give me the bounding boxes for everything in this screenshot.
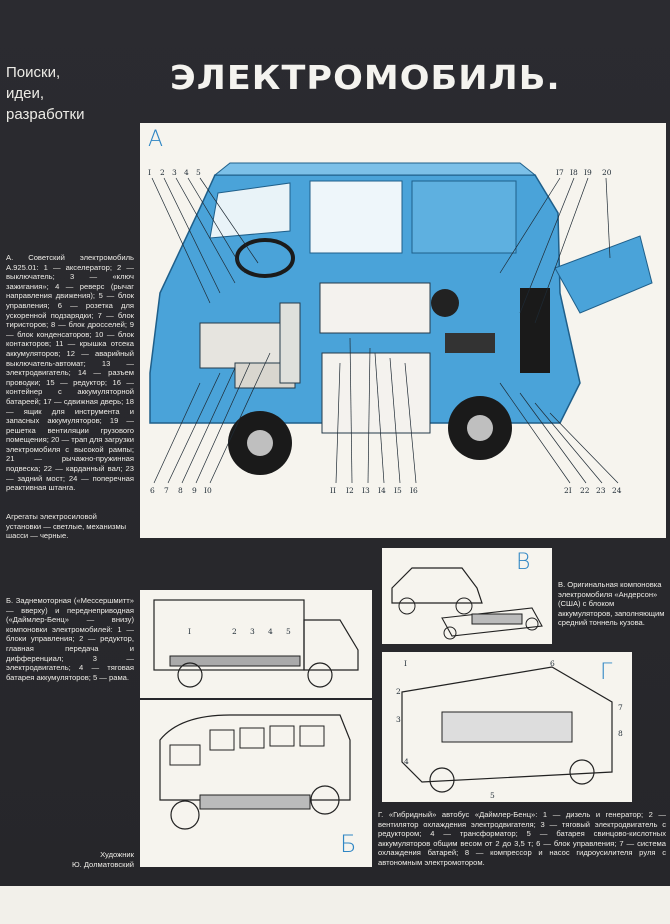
panel-g-hybrid-bus: I 2 3 4 5 6 7 8 bbox=[382, 652, 632, 802]
callout-b-1: I bbox=[188, 627, 191, 636]
section-line-1: Поиски, bbox=[6, 64, 61, 81]
caption-b: Б. Заднемоторная («Мессершмитт» — вверху… bbox=[6, 596, 134, 682]
anderson-car-drawing bbox=[391, 567, 543, 640]
callout-bottom-left-8: 8 bbox=[178, 486, 183, 495]
callout-g-2: 2 bbox=[396, 687, 401, 696]
callout-b-4: 4 bbox=[268, 627, 273, 636]
section-line-2: идеи, bbox=[6, 85, 45, 102]
callout-top-right-20: 20 bbox=[602, 168, 612, 177]
callout-g-3: 3 bbox=[396, 715, 401, 724]
callout-g-5: 5 bbox=[490, 791, 495, 800]
panel-letter-g: Г bbox=[600, 660, 613, 685]
callout-bottom-mid-13: I3 bbox=[362, 486, 370, 495]
callout-top-left-5: 5 bbox=[196, 168, 201, 177]
panel-v-anderson bbox=[382, 548, 552, 644]
callout-g-8: 8 bbox=[618, 729, 623, 738]
caption-a: А. Советский электромобиль А.925.01: 1 —… bbox=[6, 253, 134, 493]
panel-letter-v: В bbox=[516, 550, 531, 575]
callout-top-left-3: 3 bbox=[172, 168, 177, 177]
callout-b-5: 5 bbox=[286, 627, 291, 636]
van-cutaway-drawing: I 2 3 4 5 I7 I8 I9 20 6 7 8 9 I0 II I2 I… bbox=[148, 162, 653, 495]
callout-bottom-right-23: 23 bbox=[596, 486, 606, 495]
caption-a-legend: Агрегаты электросиловой установки — свет… bbox=[6, 512, 127, 541]
truck-side-drawing: I 2 3 4 5 bbox=[153, 599, 359, 688]
callout-bottom-right-24: 24 bbox=[612, 486, 622, 495]
credits-role: Художник bbox=[100, 850, 134, 859]
callout-bottom-mid-11: II bbox=[330, 486, 336, 495]
panel-a-illustration: I 2 3 4 5 I7 I8 I9 20 6 7 8 9 I0 II I2 I… bbox=[140, 123, 666, 538]
callout-top-right-17: I7 bbox=[556, 168, 564, 177]
callout-b-3: 3 bbox=[250, 627, 255, 636]
callout-g-4: 4 bbox=[404, 757, 409, 766]
callout-g-1: I bbox=[404, 659, 407, 668]
callout-bottom-mid-14: I4 bbox=[378, 486, 386, 495]
callout-bottom-left-7: 7 bbox=[164, 486, 169, 495]
callout-g-6: 6 bbox=[550, 659, 555, 668]
callout-top-right-18: I8 bbox=[570, 168, 578, 177]
callout-top-right-19: I9 bbox=[584, 168, 592, 177]
caption-g: Г. «Гибридный» автобус «Даймлер-Бенц»: 1… bbox=[378, 810, 666, 867]
callout-bottom-left-9: 9 bbox=[192, 486, 197, 495]
callout-top-left-1: I bbox=[148, 168, 151, 177]
panel-letter-a: А bbox=[148, 127, 164, 152]
section-caption: Поиски, идеи, разработки bbox=[6, 62, 136, 125]
panel-b-minibus bbox=[140, 700, 372, 867]
callout-bottom-left-6: 6 bbox=[150, 486, 155, 495]
callout-top-left-4: 4 bbox=[184, 168, 189, 177]
minibus-drawing bbox=[159, 714, 351, 830]
callout-g-7: 7 bbox=[618, 703, 623, 712]
panel-b-side-view: I 2 3 4 5 bbox=[140, 590, 372, 698]
callout-bottom-mid-16: I6 bbox=[410, 486, 418, 495]
hybrid-bus-drawing: I 2 3 4 5 6 7 8 bbox=[396, 659, 623, 800]
callout-bottom-mid-12: I2 bbox=[346, 486, 354, 495]
headline: ЭЛЕКТРОМОБИЛЬ. bbox=[170, 58, 561, 97]
callout-bottom-mid-15: I5 bbox=[394, 486, 402, 495]
callout-b-2: 2 bbox=[232, 627, 237, 636]
credits: Художник Ю. Долматовский bbox=[6, 850, 134, 869]
callout-bottom-right-22: 22 bbox=[580, 486, 590, 495]
callout-bottom-right-21: 2I bbox=[564, 486, 572, 495]
caption-v: В. Оригинальная компоновка электромобиля… bbox=[558, 580, 665, 628]
callout-bottom-left-10: I0 bbox=[204, 486, 212, 495]
credits-name: Ю. Долматовский bbox=[71, 859, 134, 869]
page-bottom-margin bbox=[0, 886, 670, 924]
section-line-3: разработки bbox=[6, 106, 85, 123]
callout-top-left-2: 2 bbox=[160, 168, 165, 177]
panel-letter-b: Б bbox=[340, 830, 357, 858]
